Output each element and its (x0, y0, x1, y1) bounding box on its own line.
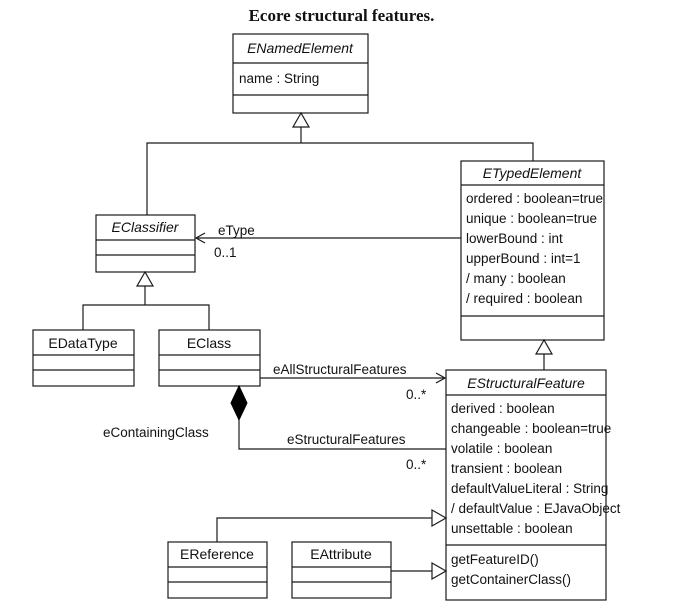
attribute: lowerBound : int (466, 231, 563, 246)
attribute: unsettable : boolean (451, 521, 573, 536)
attribute: / many : boolean (466, 271, 566, 286)
generalization-arrowhead (291, 111, 311, 128)
operation: getFeatureID() (451, 552, 539, 567)
role-label: eStructuralFeatures (287, 432, 406, 447)
generalization-arrowhead (431, 508, 448, 528)
attribute: transient : boolean (451, 461, 562, 476)
class-eclassifier[interactable]: EClassifier (95, 214, 196, 273)
association-etype: eType 0..1 (194, 223, 461, 260)
navigation-arrowhead (194, 232, 206, 244)
attribute: / required : boolean (466, 291, 582, 306)
class-ereference[interactable]: EReference (167, 541, 268, 599)
attribute: name : String (239, 71, 319, 86)
association-estructuralfeatures: eStructuralFeatures 0..* eContainingClas… (103, 384, 446, 472)
class-name: ETypedElement (483, 165, 583, 181)
class-name: EClassifier (112, 219, 180, 235)
generalization-arrowhead (135, 270, 155, 287)
generalization-to-etypedelement (534, 338, 554, 370)
class-enamedelement[interactable]: ENamedElement name : String (232, 33, 369, 114)
class-name: EClass (187, 335, 231, 351)
attribute: volatile : boolean (451, 441, 552, 456)
class-name: EDataType (48, 335, 117, 351)
association-eallstructuralfeatures: eAllStructuralFeatures 0..* (260, 362, 447, 402)
class-name: EStructuralFeature (467, 375, 585, 391)
attribute: defaultValueLiteral : String (451, 481, 608, 496)
class-etypedelement[interactable]: ETypedElement ordered : boolean=true uni… (460, 160, 605, 341)
role-label: eAllStructuralFeatures (273, 362, 407, 377)
generalization-to-eclassifier (82, 270, 210, 330)
class-eattribute[interactable]: EAttribute (291, 541, 392, 599)
generalization-to-estructuralfeature (216, 508, 448, 581)
attribute: unique : boolean=true (466, 211, 597, 226)
class-name: ENamedElement (247, 40, 354, 56)
generalization-to-enamedelement (146, 111, 534, 215)
navigation-arrowhead (435, 372, 447, 384)
multiplicity-label: 0..* (406, 457, 427, 472)
multiplicity-label: 0..* (406, 387, 427, 402)
multiplicity-label: 0..1 (214, 245, 237, 260)
diagram-title: Ecore structural features. (248, 6, 435, 25)
class-eclass[interactable]: EClass (158, 329, 261, 387)
composition-diamond (230, 384, 248, 422)
attribute: ordered : boolean=true (466, 191, 603, 206)
generalization-arrowhead (534, 338, 554, 355)
class-edatatype[interactable]: EDataType (32, 329, 135, 387)
role-label: eContainingClass (103, 425, 209, 440)
operation: getContainerClass() (451, 572, 571, 587)
attribute: derived : boolean (451, 401, 555, 416)
class-estructuralfeature[interactable]: EStructuralFeature derived : boolean cha… (445, 369, 621, 601)
class-name: EAttribute (310, 546, 372, 562)
attribute: changeable : boolean=true (451, 421, 611, 436)
class-name: EReference (180, 546, 254, 562)
generalization-arrowhead (431, 561, 448, 581)
attribute: / defaultValue : EJavaObject (451, 501, 621, 516)
role-label: eType (218, 223, 255, 238)
attribute: upperBound : int=1 (466, 251, 580, 266)
